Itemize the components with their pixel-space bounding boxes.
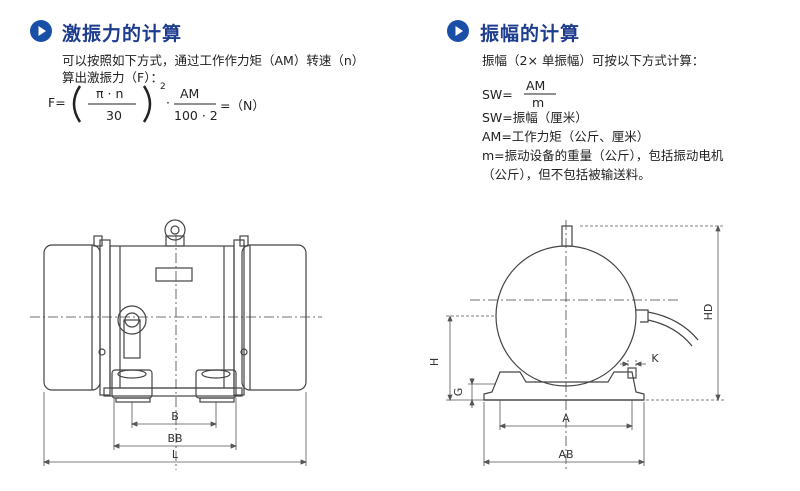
amplitude-desc: 振幅（2× 单振幅）可按以下方式计算： xyxy=(482,53,705,68)
amp-formula-numerator: AM xyxy=(526,78,546,93)
dim-label-bb: BB xyxy=(167,432,182,445)
formula-rhs: =（N） xyxy=(220,98,265,113)
end-view-dimensions xyxy=(446,224,724,466)
dim-label-hd: HD xyxy=(702,304,715,321)
end-view-drawing xyxy=(470,220,699,470)
frac2-denominator: 100 · 2 xyxy=(174,108,218,123)
def-m: m=振动设备的重量（公斤），包括振动电机 xyxy=(482,148,724,163)
dim-label-g: G xyxy=(452,388,465,397)
def-m-cont: （公斤），但不包括被输送料。 xyxy=(482,167,651,182)
excitation-force-formula: F= π · n 30 2 · AM 100 · 2 =（N） xyxy=(48,82,318,126)
dim-label-b: B xyxy=(171,410,179,423)
formula-brackets xyxy=(72,85,216,123)
frac2-numerator: AM xyxy=(180,86,200,101)
bullet-play-icon xyxy=(30,20,52,42)
formula-dot: · xyxy=(166,95,170,110)
formula-lhs: F= xyxy=(48,95,66,110)
dim-label-a: A xyxy=(562,412,570,425)
section-title-excitation-force: 激振力的计算 xyxy=(62,23,183,45)
frac1-denominator: 30 xyxy=(106,108,122,123)
dim-label-h: H xyxy=(428,358,441,366)
frac1-numerator: π · n xyxy=(96,86,124,101)
excitation-desc-line2: 算出激振力（F）： xyxy=(62,70,163,85)
bullet-play-icon xyxy=(447,20,469,42)
dim-label-k: K xyxy=(651,352,659,365)
dim-label-ab: AB xyxy=(558,448,573,461)
excitation-desc-line1: 可以按照如下方式，通过工作作力矩（AM）转速（n） xyxy=(62,53,365,68)
amp-fraction-bar xyxy=(524,93,556,95)
amp-formula-lhs: SW= xyxy=(482,87,513,102)
amplitude-formula: SW= AM m xyxy=(482,78,602,110)
def-sw: SW=振幅（厘米） xyxy=(482,110,588,125)
side-view-dimensions xyxy=(42,392,308,466)
amp-formula-denominator: m xyxy=(532,95,545,110)
section-title-amplitude: 振幅的计算 xyxy=(480,23,581,45)
def-am: AM=工作力矩（公斤、厘米） xyxy=(482,129,650,144)
formula-exponent: 2 xyxy=(160,82,166,92)
side-view-drawing xyxy=(30,219,322,470)
dim-label-l: L xyxy=(172,448,179,461)
